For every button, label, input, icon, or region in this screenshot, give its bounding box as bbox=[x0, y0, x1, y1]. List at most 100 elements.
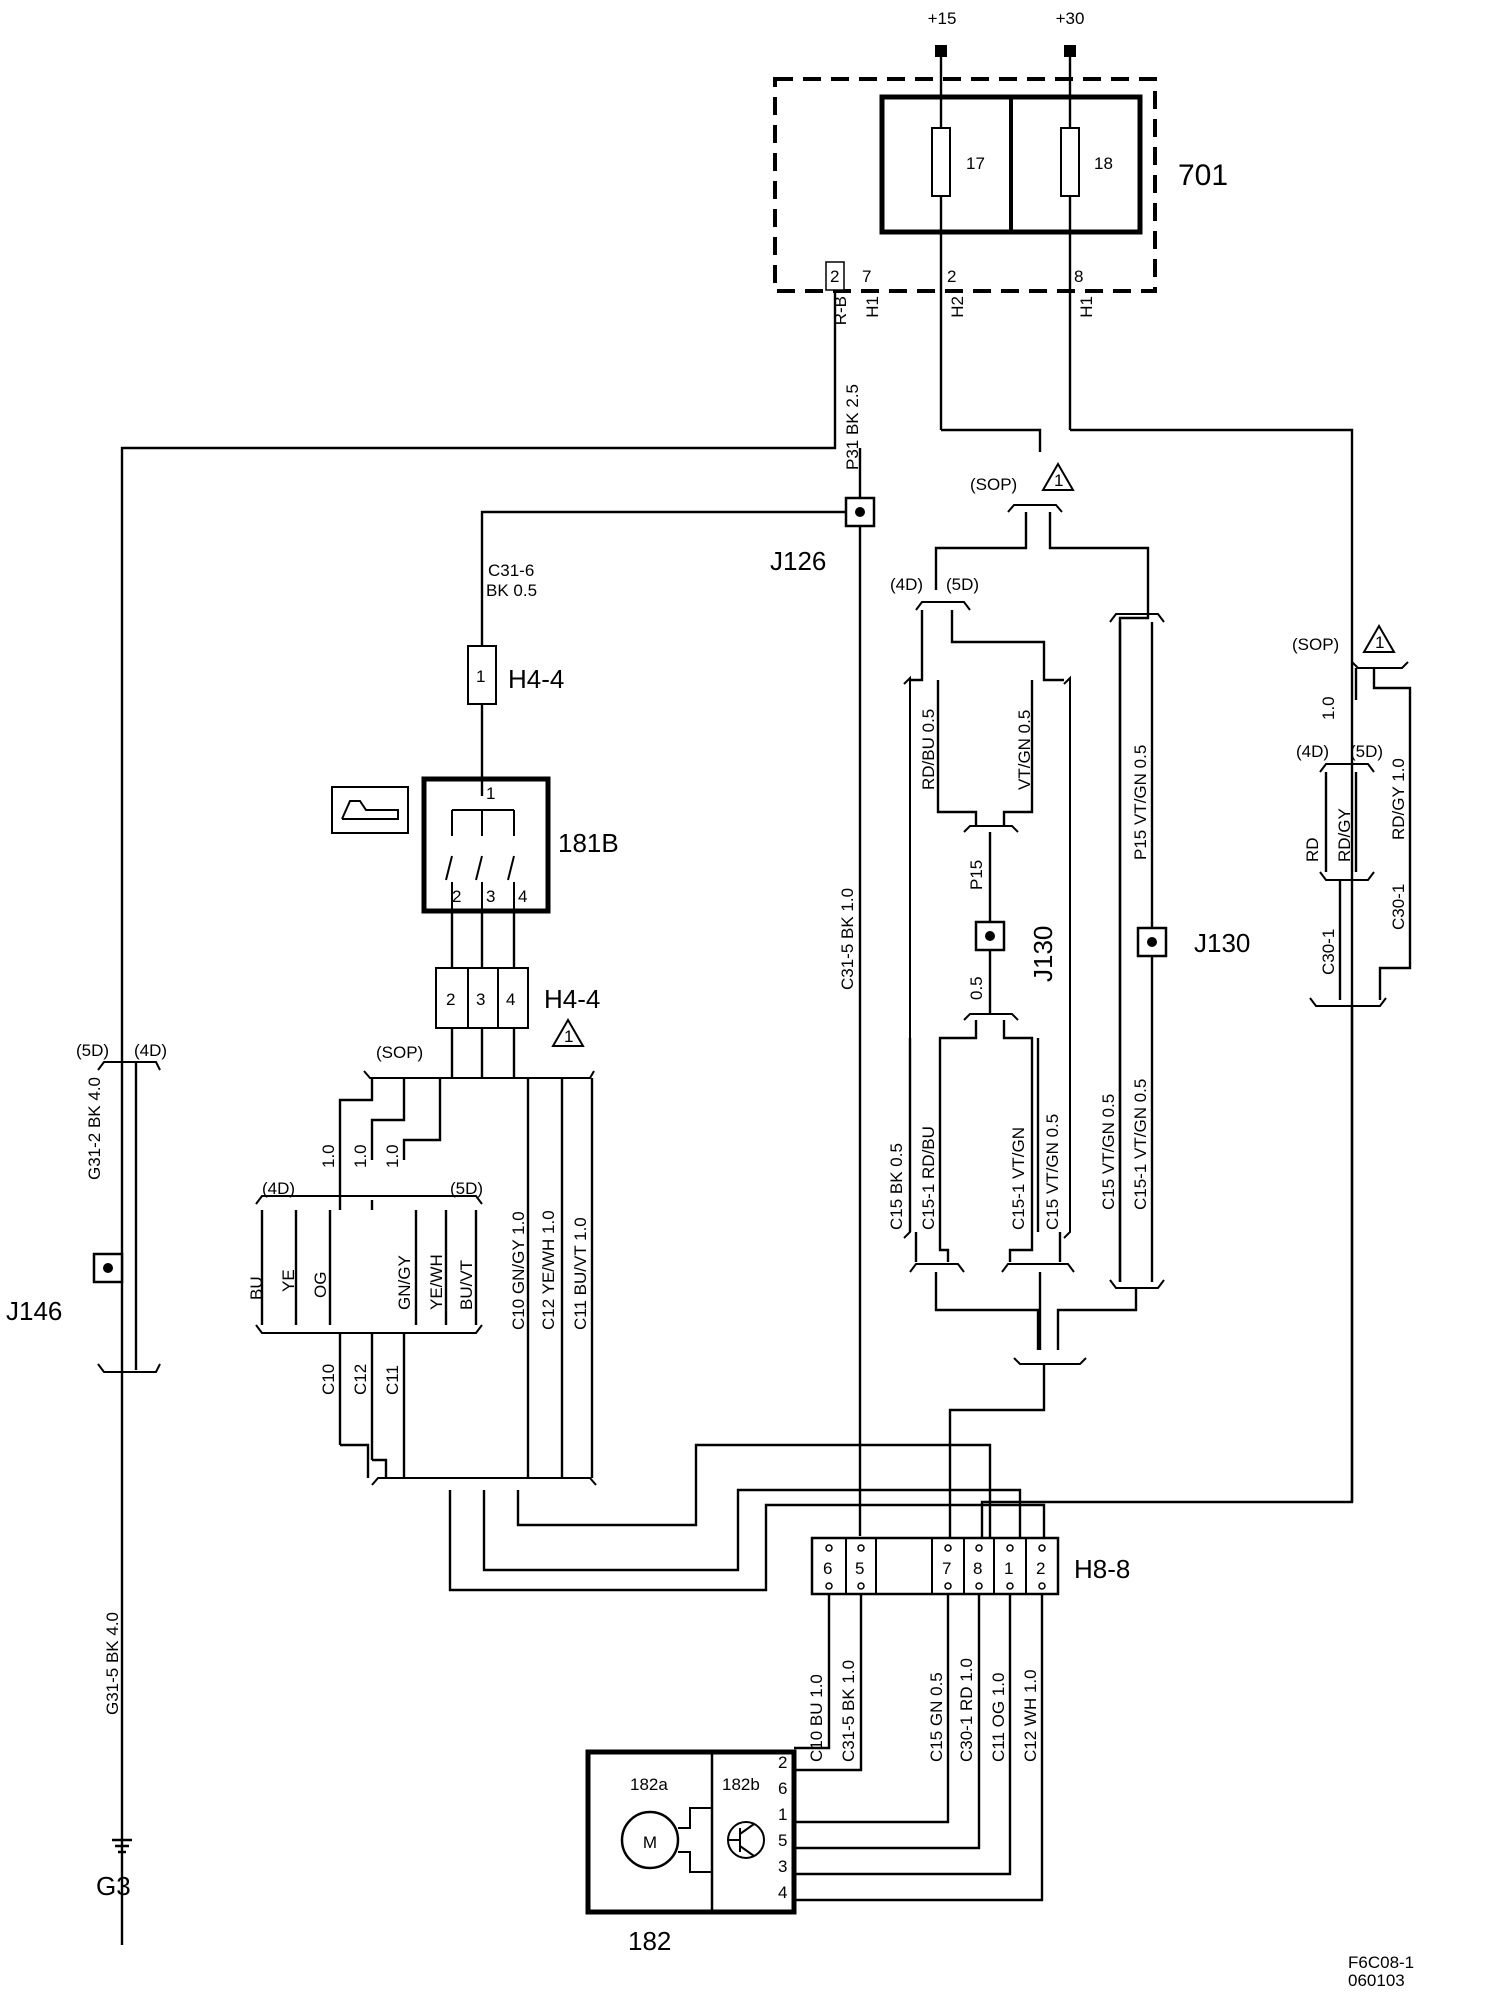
note-1-right: 1 bbox=[1375, 633, 1384, 652]
j126-box bbox=[844, 496, 876, 528]
wire-c10-left: C10 bbox=[319, 1364, 338, 1395]
h8-pin-2: 2 bbox=[1036, 1559, 1045, 1578]
right-branch: (SOP) 1 1.0 (4D) (5D) RD RD/GY RD/GY 1.0… bbox=[980, 428, 1412, 1540]
h4-top-pin-1: 1 bbox=[476, 667, 485, 686]
fbox-code-h1a: H1 bbox=[863, 296, 882, 318]
wire-p15-half: 0.5 bbox=[967, 976, 986, 1000]
var-sop-right: (SOP) bbox=[1292, 635, 1339, 654]
h8-8-connector: 6 5 7 8 1 2 H8-8 C10 BU 1.0 C31-5 BK 1.0… bbox=[794, 1536, 1130, 1902]
var-5d-center: (5D) bbox=[946, 575, 979, 594]
wire-p15-center: P15 bbox=[967, 860, 986, 890]
switch-section: 1 H4-4 1 2 3 4 181B 2 3 4 H4-4 bbox=[331, 645, 619, 1036]
h4-4-bottom-label: H4-4 bbox=[544, 984, 600, 1014]
wire-1-0-b: 1.0 bbox=[351, 1144, 370, 1168]
footer-code: F6C08-1 bbox=[1348, 1953, 1414, 1972]
h8-pin-6: 6 bbox=[823, 1559, 832, 1578]
wire-c15-gn: C15 GN 0.5 bbox=[927, 1672, 946, 1762]
wire-p31: P31 BK 2.5 bbox=[843, 384, 862, 470]
var-sop-top: (SOP) bbox=[970, 475, 1017, 494]
wire-c30-1b: C30-1 bbox=[1389, 884, 1408, 930]
wire-og: OG bbox=[311, 1272, 330, 1298]
m182-pin-6: 6 bbox=[778, 1779, 787, 1798]
m182-pin-1: 1 bbox=[778, 1805, 787, 1824]
m182-pin-5: 5 bbox=[778, 1831, 787, 1850]
j126-label: J126 bbox=[770, 546, 826, 576]
var-5d-right: (5D) bbox=[1350, 742, 1383, 761]
h4-bottom-pin-4: 4 bbox=[506, 990, 515, 1009]
label-182b: 182b bbox=[722, 1775, 760, 1794]
wire-c15-vtgn: C15 VT/GN 0.5 bbox=[1043, 1114, 1062, 1230]
fuse-box-outline bbox=[773, 77, 1157, 293]
note-1-top: 1 bbox=[1054, 471, 1063, 490]
wire-c15-1-rdbu: C15-1 RD/BU bbox=[919, 1126, 938, 1230]
wire-rd: RD bbox=[1303, 837, 1322, 862]
switch-181b-label: 181B bbox=[558, 828, 619, 858]
h4-4-bottom-connector bbox=[435, 967, 529, 1029]
m182-pin-4: 4 bbox=[778, 1883, 787, 1902]
wire-c31-5-bk: C31-5 BK 1.0 bbox=[839, 1660, 858, 1762]
h4-4-top-label: H4-4 bbox=[508, 664, 564, 694]
h4-bottom-pin-3: 3 bbox=[476, 990, 485, 1009]
j146-label: J146 bbox=[6, 1296, 62, 1326]
var-4d-j146: (4D) bbox=[134, 1041, 167, 1060]
h8-pin-1: 1 bbox=[1004, 1559, 1013, 1578]
label-plus30: +30 bbox=[1056, 9, 1085, 28]
ground-wiring: P31 BK 2.5 J126 C31-6 BK 0.5 C31-5 BK 1.… bbox=[6, 290, 876, 1945]
wire-g31-5: G31-5 BK 4.0 bbox=[103, 1612, 122, 1715]
fuse-box-701: 17 18 701 2 7 2 8 R-B H1 H2 H1 bbox=[773, 57, 1228, 430]
motor-label: M bbox=[643, 1833, 657, 1852]
h8-pin-5: 5 bbox=[855, 1559, 864, 1578]
wire-c12-wh: C12 WH 1.0 bbox=[1021, 1669, 1040, 1762]
fbox-pin-7: 7 bbox=[862, 267, 871, 286]
wire-rdgy-10: RD/GY 1.0 bbox=[1389, 758, 1408, 840]
h4-bottom-pin-2: 2 bbox=[446, 990, 455, 1009]
wire-c31-6-size: BK 0.5 bbox=[486, 581, 537, 600]
j146-box bbox=[92, 1252, 124, 1284]
wire-bu: BU bbox=[247, 1276, 266, 1300]
wire-c12-left: C12 bbox=[351, 1364, 370, 1395]
component-182: 182a 182b M 2 6 1 5 3 4 182 bbox=[585, 1749, 797, 1956]
m182-pin-3: 3 bbox=[778, 1857, 787, 1876]
wire-c11-buvt: C11 BU/VT 1.0 bbox=[571, 1217, 590, 1330]
center-harness: (SOP) 1 (4D) (5D) RD/BU 0.5 VT/GN 0.5 P1… bbox=[887, 428, 1250, 1540]
m182-pin-2: 2 bbox=[778, 1753, 787, 1772]
fbox-pin-2b: 2 bbox=[947, 267, 956, 286]
j130-b-label: J130 bbox=[1194, 928, 1250, 958]
wire-buvt: BU/VT bbox=[457, 1260, 476, 1310]
wire-rdbu: RD/BU 0.5 bbox=[919, 709, 938, 790]
wire-c31-5-main: C31-5 BK 1.0 bbox=[838, 888, 857, 990]
wire-c12-yewh: C12 YE/WH 1.0 bbox=[539, 1210, 558, 1330]
wire-c11-og: C11 OG 1.0 bbox=[989, 1673, 1008, 1762]
wire-c15-vtgn-r: C15 VT/GN 0.5 bbox=[1099, 1094, 1118, 1210]
wire-c15-1-vtgn-r: C15-1 VT/GN 0.5 bbox=[1131, 1079, 1150, 1210]
footer-date: 060103 bbox=[1348, 1971, 1405, 1990]
fuse-17 bbox=[931, 127, 951, 197]
wire-g31-2: G31-2 BK 4.0 bbox=[85, 1077, 104, 1180]
label-plus15: +15 bbox=[928, 9, 957, 28]
wire-yewh: YE/WH bbox=[427, 1254, 446, 1310]
wire-c15-1-vtgn: C15-1 VT/GN bbox=[1009, 1127, 1028, 1230]
wire-c11-left: C11 bbox=[383, 1365, 402, 1395]
h8-8-label: H8-8 bbox=[1074, 1554, 1130, 1584]
component-182-box bbox=[585, 1749, 797, 1915]
wire-p15-vtgn: P15 VT/GN 0.5 bbox=[1131, 745, 1150, 860]
motor-icon bbox=[620, 1810, 680, 1870]
wire-1-0-c: 1.0 bbox=[383, 1144, 402, 1168]
h8-pin-7: 7 bbox=[942, 1559, 951, 1578]
wire-1-0-a: 1.0 bbox=[319, 1144, 338, 1168]
left-harness: (SOP) 1 1.0 1.0 1.0 (4D) (5D) BU YE OG G… bbox=[247, 1017, 1046, 1592]
terminal-plus15 bbox=[935, 45, 947, 57]
wire-c10-bu: C10 BU 1.0 bbox=[807, 1674, 826, 1762]
wire-c30-1-rd: C30-1 RD 1.0 bbox=[957, 1658, 976, 1762]
note-1-left: 1 bbox=[564, 1027, 573, 1046]
var-4d-left: (4D) bbox=[262, 1179, 295, 1198]
switch-pin-com: 1 bbox=[486, 784, 495, 803]
fbox-pin-2a: 2 bbox=[830, 267, 839, 286]
var-sop-left: (SOP) bbox=[376, 1043, 423, 1062]
switch-pin-3: 3 bbox=[486, 887, 495, 906]
wire-c15-bk: C15 BK 0.5 bbox=[887, 1143, 906, 1230]
fbox-code-h1b: H1 bbox=[1077, 296, 1096, 318]
wire-rdgy: RD/GY bbox=[1335, 808, 1354, 862]
fuse-17-label: 17 bbox=[966, 154, 985, 173]
